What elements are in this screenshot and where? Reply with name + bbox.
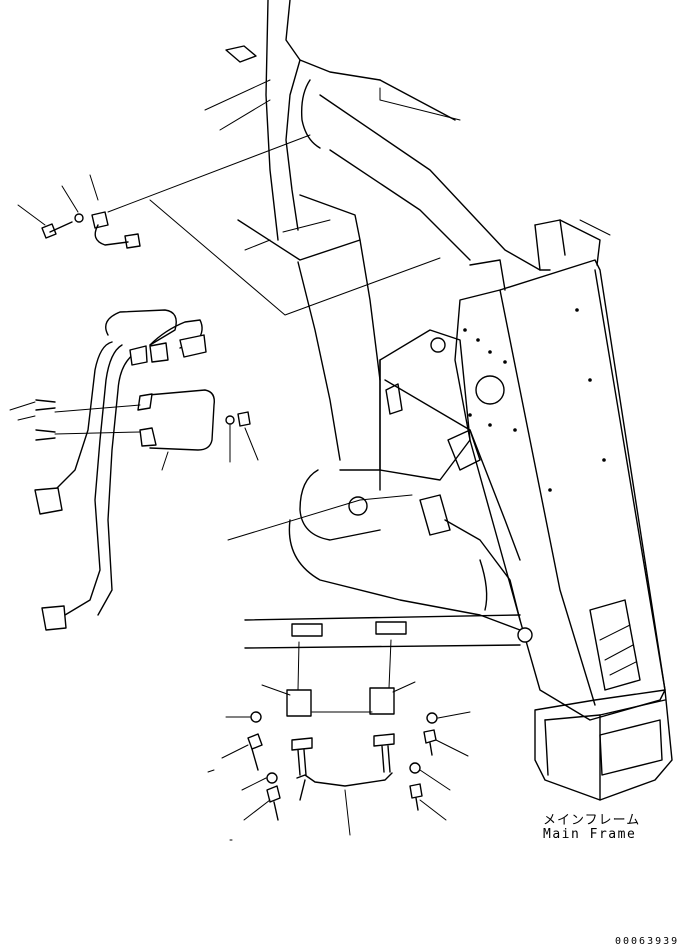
hose-assembly [34, 211, 251, 631]
main-frame-label-jp: メインフレーム [543, 813, 641, 828]
leader-lines [9, 79, 611, 841]
bracket-assembly [247, 639, 438, 821]
frame-box-base [534, 689, 673, 801]
main-frame-label-en: Main Frame [543, 827, 637, 842]
drawing-code: 00063939 [615, 936, 680, 947]
floor-plate [244, 614, 521, 649]
boom-tube [225, 0, 541, 461]
side-body [288, 329, 533, 643]
